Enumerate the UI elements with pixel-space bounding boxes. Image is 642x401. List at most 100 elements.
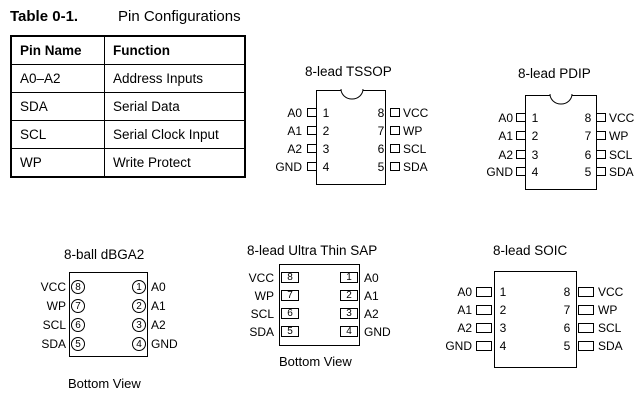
pin-label: SCL <box>250 307 274 321</box>
notch-icon <box>340 89 364 100</box>
ball-marker: 7 <box>71 299 85 313</box>
pin-lead <box>578 305 594 315</box>
pin-number: 3 <box>322 142 330 156</box>
table-row: SCL Serial Clock Input <box>10 120 246 149</box>
pin-label: GND <box>486 165 513 179</box>
pin-label: VCC <box>40 280 66 294</box>
pin-label: A0 <box>151 280 166 294</box>
pin-label: A1 <box>498 129 513 143</box>
pin-lead <box>307 108 317 117</box>
pin-label: A2 <box>151 318 166 332</box>
table-cell: Serial Clock Input <box>104 120 246 149</box>
pin-lead <box>596 113 606 122</box>
pin-label: VCC <box>598 285 624 299</box>
pin-number: 1 <box>499 285 507 299</box>
pin-label: A1 <box>151 299 166 313</box>
pin-lead <box>390 144 400 153</box>
pin-lead <box>390 126 400 135</box>
pin-label: WP <box>609 129 629 143</box>
pin-lead <box>596 150 606 159</box>
table-cell: WP <box>10 148 105 178</box>
package-title: 8-lead SOIC <box>493 243 568 258</box>
pin-lead <box>578 341 594 351</box>
bottom-view-caption: Bottom View <box>279 354 352 369</box>
pad-marker: 1 <box>340 272 358 283</box>
pin-lead <box>578 287 594 297</box>
pin-function-table: Pin Name Function A0–A2 Address Inputs S… <box>10 35 246 178</box>
pin-label: SCL <box>42 318 66 332</box>
package-body <box>525 95 597 190</box>
pin-label: VCC <box>403 106 429 120</box>
pin-number: 3 <box>499 321 507 335</box>
pad-marker: 5 <box>281 326 299 337</box>
package-title: 8-lead Ultra Thin SAP <box>247 243 378 258</box>
pin-number: 3 <box>531 148 539 162</box>
table-row: SDA Serial Data <box>10 92 246 121</box>
pin-number: 8 <box>584 111 592 125</box>
ball-marker: 5 <box>71 337 85 351</box>
table-row: WP Write Protect <box>10 148 246 178</box>
pin-label: VCC <box>609 111 635 125</box>
pin-label: GND <box>364 325 391 339</box>
table-cell: Serial Data <box>104 92 246 121</box>
pin-number: 1 <box>531 111 539 125</box>
pin-lead <box>476 305 492 315</box>
table-row: A0–A2 Address Inputs <box>10 64 246 93</box>
table-cell: SDA <box>10 92 105 121</box>
pin-label: SCL <box>609 148 633 162</box>
pin-lead <box>307 144 317 153</box>
pin-lead <box>516 150 526 159</box>
pad-marker: 7 <box>281 290 299 301</box>
ball-marker: 8 <box>71 280 85 294</box>
pin-number: 7 <box>563 303 571 317</box>
pin-number: 7 <box>584 129 592 143</box>
pin-label: GND <box>275 160 302 174</box>
pin-label: A2 <box>498 148 513 162</box>
ball-marker: 2 <box>132 299 146 313</box>
pin-lead <box>307 162 317 171</box>
ball-marker: 6 <box>71 318 85 332</box>
package-title: 8-lead PDIP <box>518 66 591 81</box>
pin-label: A2 <box>457 321 472 335</box>
pin-number: 2 <box>499 303 507 317</box>
pin-label: WP <box>403 124 423 138</box>
pad-marker: 3 <box>340 308 358 319</box>
pin-label: GND <box>445 339 472 353</box>
bottom-view-caption: Bottom View <box>68 376 141 391</box>
pin-label: A0 <box>457 285 472 299</box>
pin-label: SDA <box>598 339 623 353</box>
pin-number: 2 <box>531 129 539 143</box>
pin-number: 6 <box>563 321 571 335</box>
table-cell: Write Protect <box>104 148 246 178</box>
package-title: 8-ball dBGA2 <box>64 247 145 262</box>
pin-number: 6 <box>584 148 592 162</box>
pin-label: WP <box>46 299 66 313</box>
pin-number: 2 <box>322 124 330 138</box>
pad-marker: 6 <box>281 308 299 319</box>
pin-label: WP <box>254 289 274 303</box>
pad-marker: 8 <box>281 272 299 283</box>
pin-lead <box>596 131 606 140</box>
pin-label: SDA <box>403 160 428 174</box>
pin-lead <box>596 167 606 176</box>
table-title: Pin Configurations <box>118 8 241 25</box>
package-body <box>279 264 360 346</box>
pin-label: GND <box>151 337 178 351</box>
ball-marker: 4 <box>132 337 146 351</box>
pin-label: WP <box>598 303 618 317</box>
pin-number: 4 <box>322 160 330 174</box>
pin-number: 8 <box>563 285 571 299</box>
table-header-row: Pin Name Function <box>10 35 246 65</box>
pin-label: A1 <box>457 303 472 317</box>
pad-marker: 2 <box>340 290 358 301</box>
pin-number: 8 <box>377 106 385 120</box>
pin-label: A1 <box>364 289 379 303</box>
pin-label: SDA <box>249 325 274 339</box>
table-number: Table 0-1. <box>10 8 79 25</box>
pin-lead <box>307 126 317 135</box>
package-title: 8-lead TSSOP <box>305 64 392 79</box>
pin-number: 5 <box>584 165 592 179</box>
pin-label: A2 <box>364 307 379 321</box>
pad-marker: 4 <box>340 326 358 337</box>
pin-number: 6 <box>377 142 385 156</box>
